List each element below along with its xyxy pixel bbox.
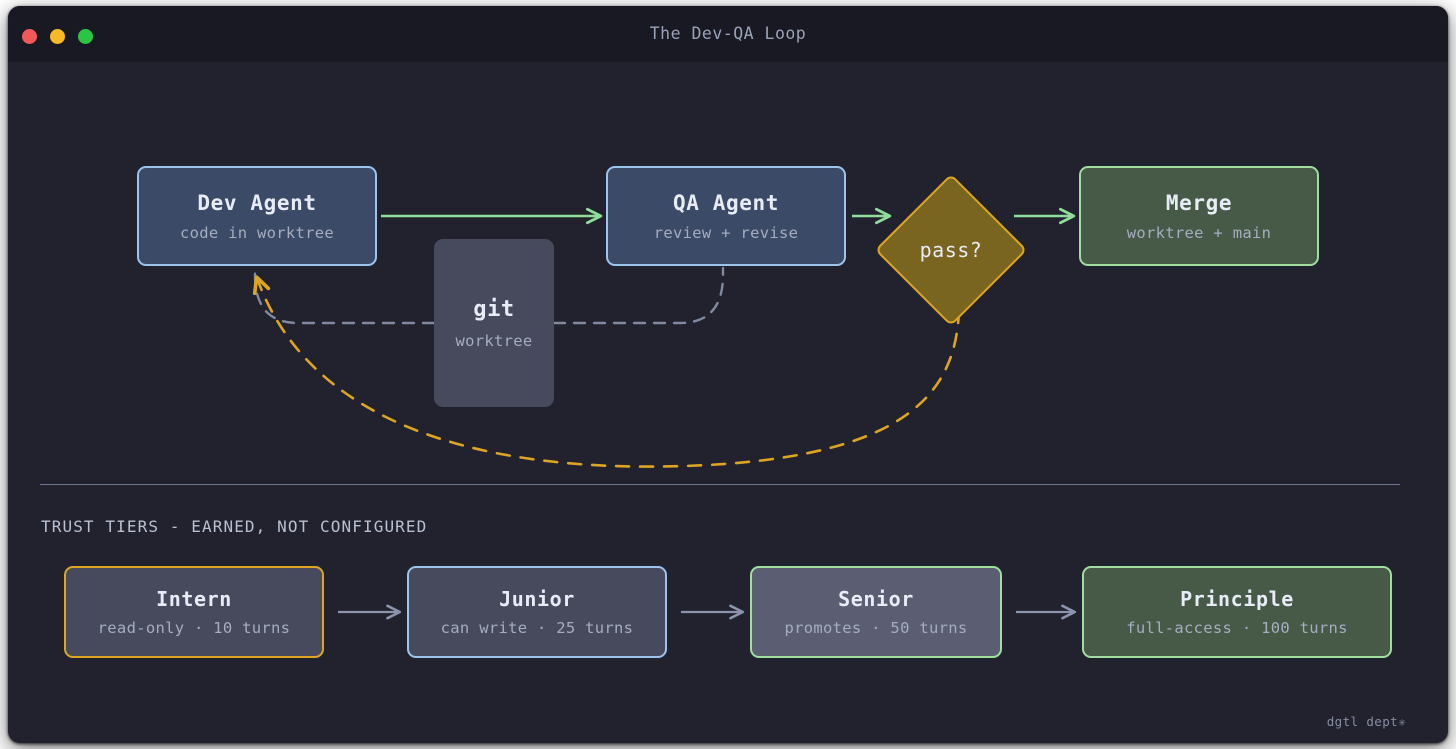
app-window: The Dev-QA Loop	[8, 6, 1448, 743]
node-merge[interactable]: Merge worktree + main	[1079, 166, 1319, 266]
node-git-worktree[interactable]: git worktree	[434, 239, 554, 407]
tier-senior[interactable]: Senior promotes · 50 turns	[750, 566, 1002, 658]
edge-git-to-qa	[552, 266, 725, 325]
tier-principle-subtitle: full-access · 100 turns	[1126, 619, 1348, 637]
node-dev-agent-subtitle: code in worktree	[179, 223, 335, 242]
node-git-worktree-subtitle: worktree	[455, 331, 533, 350]
close-button[interactable]	[22, 29, 37, 44]
node-dev-agent[interactable]: Dev Agent code in worktree	[137, 166, 377, 266]
diagram-canvas: Dev Agent code in worktree QA Agent revi…	[8, 62, 1448, 743]
node-merge-title: Merge	[1165, 190, 1233, 215]
tier-junior-subtitle: can write · 25 turns	[440, 619, 634, 637]
tier-intern-subtitle: read-only · 10 turns	[97, 619, 291, 637]
tier-principle-title: Principle	[1180, 587, 1294, 611]
node-git-worktree-title: git	[473, 296, 515, 322]
node-qa-agent[interactable]: QA Agent review + revise	[606, 166, 846, 266]
tier-intern[interactable]: Intern read-only · 10 turns	[64, 566, 324, 658]
tier-junior[interactable]: Junior can write · 25 turns	[407, 566, 667, 658]
window-titlebar: The Dev-QA Loop	[8, 6, 1448, 62]
zoom-button[interactable]	[78, 29, 93, 44]
edge-pass-fail-to-dev	[252, 275, 961, 468]
tier-principle[interactable]: Principle full-access · 100 turns	[1082, 566, 1392, 658]
window-title: The Dev-QA Loop	[649, 24, 807, 43]
section-divider	[40, 484, 1400, 485]
trust-tiers-heading: TRUST TIERS - EARNED, NOT CONFIGURED	[41, 517, 428, 536]
node-qa-agent-title: QA Agent	[673, 190, 779, 215]
minimize-button[interactable]	[50, 29, 65, 44]
tier-senior-subtitle: promotes · 50 turns	[784, 619, 968, 637]
watermark: dgtl dept✳	[1326, 714, 1406, 729]
node-merge-subtitle: worktree + main	[1126, 223, 1272, 242]
tier-junior-title: Junior	[499, 587, 575, 611]
tier-senior-title: Senior	[838, 587, 914, 611]
node-pass-decision-label: pass?	[919, 238, 983, 262]
node-qa-agent-subtitle: review + revise	[653, 223, 799, 242]
tier-intern-title: Intern	[156, 587, 232, 611]
edge-git-to-dev	[253, 266, 436, 325]
node-dev-agent-title: Dev Agent	[197, 190, 317, 215]
